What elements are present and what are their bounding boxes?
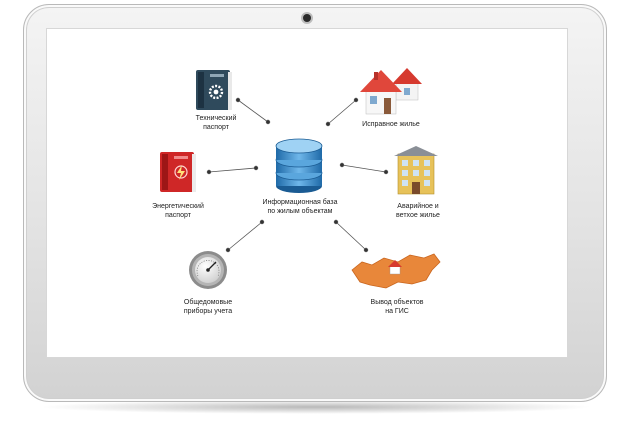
map-icon <box>351 253 441 289</box>
connector-dot <box>206 169 212 175</box>
gear-book-icon <box>196 70 232 110</box>
connector-emergency <box>341 164 387 173</box>
camera-icon <box>303 14 311 22</box>
center-label: Информационная база по жилым объектам <box>262 199 338 215</box>
screen <box>46 28 568 358</box>
connector-energy <box>208 167 257 173</box>
connector-good <box>327 99 357 125</box>
connector-dot <box>353 97 359 103</box>
label-gis: Вывод объектов на ГИС <box>370 299 424 315</box>
connector-meters <box>227 221 263 251</box>
houses-icon <box>360 68 422 115</box>
label-meters: Общедомовые приборы учета <box>183 299 233 315</box>
connector-dot <box>333 219 339 225</box>
label-good-housing: Исправное жилье <box>362 121 420 128</box>
connector-dot <box>363 247 369 253</box>
connector-dot <box>225 247 231 253</box>
connectors <box>206 97 389 253</box>
connector-dot <box>235 97 241 103</box>
connector-dot <box>325 121 331 127</box>
connector-dot <box>253 165 259 171</box>
connector-dot <box>383 169 389 175</box>
database-icon <box>275 138 323 193</box>
energy-book-icon <box>160 152 196 192</box>
connector-dot <box>339 162 345 168</box>
gauge-icon <box>189 251 227 289</box>
connector-gis <box>335 221 367 251</box>
label-energy-passport: Энергетический паспорт <box>152 203 204 219</box>
connector-tech <box>237 99 269 123</box>
building-icon <box>394 146 438 195</box>
label-tech-passport: Технический паспорт <box>195 115 237 131</box>
label-emergency-housing: Аварийное и ветхое жилье <box>396 203 440 219</box>
connector-dot <box>259 219 265 225</box>
tablet-shadow <box>38 400 594 414</box>
connector-dot <box>265 119 271 125</box>
